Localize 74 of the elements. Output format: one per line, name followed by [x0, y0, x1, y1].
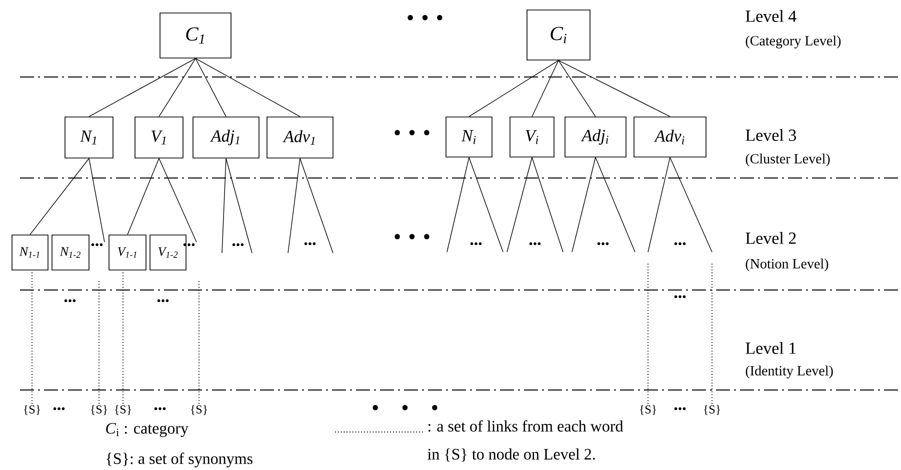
ellipsis-dots: •••	[674, 242, 686, 246]
tree-line	[648, 157, 670, 252]
ellipsis-dots: • • •	[394, 234, 430, 240]
level-description: (Category Level)	[746, 36, 841, 48]
tree-line	[670, 157, 712, 252]
ellipsis-dots: •••	[674, 407, 686, 410]
tree-line	[88, 158, 105, 242]
level-label: Level 4	[746, 10, 796, 22]
level-label: Level 1	[746, 342, 796, 354]
legend-text: C$_{i}$ : category	[106, 422, 188, 437]
ellipsis-dots: •••	[674, 295, 686, 298]
ellipsis-dots: •••	[64, 299, 76, 302]
synonym-set: {S}	[91, 405, 108, 415]
level-description: (Identity Level)	[746, 366, 833, 378]
synonym-set: {S}	[115, 405, 132, 415]
cluster-box: Adj$_{1}$	[192, 116, 260, 158]
cluster-box: Adj$_{i}$	[564, 116, 626, 158]
level-label: Level 2	[746, 232, 796, 244]
ellipsis-dots: •••	[154, 407, 166, 410]
synonym-set: {S}	[191, 405, 208, 415]
tree-line	[222, 158, 226, 254]
tree-line	[468, 60, 559, 117]
tree-line	[158, 58, 196, 117]
ellipsis-dots: •••	[157, 299, 169, 302]
synonym-set: {S}	[640, 405, 656, 415]
category-box: C$_{1}$	[160, 12, 232, 58]
tree-line	[127, 158, 160, 235]
ellipsis-dots: • • •	[372, 405, 438, 410]
synonym-set: {S}	[24, 405, 40, 415]
tree-line	[572, 157, 596, 252]
tree-line	[532, 60, 559, 117]
cluster-box: Adv$_{i}$	[634, 116, 706, 158]
cluster-box: N$_{i}$	[446, 116, 492, 158]
link-line	[98, 280, 100, 404]
tree-line	[195, 58, 300, 117]
ellipsis-dots: •••	[232, 243, 244, 246]
ellipsis-dots: •••	[304, 242, 316, 246]
ellipsis-dots: •••	[91, 243, 103, 246]
ellipsis-dots: •••	[53, 407, 65, 410]
ellipsis-dots: •••	[470, 242, 482, 246]
tree-line	[288, 158, 300, 254]
ellipsis-dots: • • •	[408, 15, 442, 20]
legend-text: : a set of links from each word in {S} to node on Level 2.	[428, 420, 624, 462]
notion-box: V$_{1-1}$	[108, 234, 146, 270]
tree-line	[506, 157, 532, 252]
category-box: C$_{i}$	[526, 10, 590, 60]
ellipsis-dots: • • •	[394, 130, 430, 136]
tree-line	[446, 157, 470, 252]
tree-line	[88, 58, 196, 117]
link-line	[122, 270, 124, 404]
cluster-box: V$_{1}$	[134, 116, 184, 158]
cluster-box: N$_{1}$	[64, 116, 114, 158]
synonym-set: {S}	[704, 405, 720, 415]
cluster-box: V$_{i}$	[510, 116, 554, 158]
tree-line	[30, 158, 90, 235]
ellipsis-dots: •••	[597, 242, 609, 246]
tree-line	[468, 157, 504, 252]
tree-line	[595, 157, 636, 252]
tree-line	[558, 60, 596, 117]
tree-line	[158, 158, 197, 242]
tree-line	[532, 157, 564, 252]
level-label: Level 3	[746, 129, 796, 141]
legend-text: {S}: a set of synonyms	[106, 452, 252, 468]
level-description: (Cluster Level)	[746, 154, 830, 166]
notion-box: N$_{1-2}$	[52, 234, 90, 270]
tree-line	[195, 58, 226, 117]
tree-line	[558, 60, 670, 117]
tree-line	[226, 158, 252, 254]
tree-line	[300, 158, 334, 254]
cluster-box: Adv$_{1}$	[266, 116, 334, 158]
notion-box: N$_{1-1}$	[12, 234, 48, 270]
level-description: (Notion Level)	[746, 258, 828, 272]
ellipsis-dots: •••	[529, 242, 541, 246]
link-line	[198, 280, 200, 404]
